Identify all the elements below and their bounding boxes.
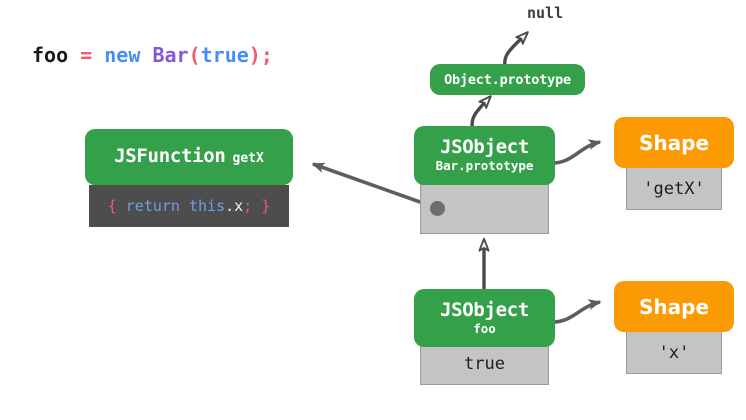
edge-object-prototype-to-null	[503, 31, 529, 67]
shape-getx-slot-value: 'getX'	[643, 178, 705, 199]
shape-x-slot-value: 'x'	[658, 342, 690, 363]
jsfn-open-brace: {	[107, 197, 117, 215]
jsfn-dot: .	[225, 197, 235, 215]
foo-slot-row[interactable]: true	[420, 343, 549, 385]
foo-slot-value: true	[464, 354, 505, 374]
bar-prototype-title: JSObject	[439, 136, 530, 159]
shape-getx-title: Shape	[638, 130, 710, 155]
jsfn-this-keyword: this	[189, 197, 226, 215]
jsfn-property: x	[234, 197, 244, 215]
jsfn-semicolon: ;	[243, 197, 253, 215]
shape-getx-slot-row[interactable]: 'getX'	[626, 167, 722, 210]
null-label: null	[527, 4, 564, 22]
jsfn-return-keyword: return	[125, 197, 180, 215]
shape-getx-header[interactable]: Shape	[614, 117, 734, 168]
code-token-open-paren: (	[188, 43, 201, 67]
bar-prototype-header[interactable]: JSObject Bar.prototype	[414, 126, 555, 185]
node-object-prototype[interactable]: Object.prototype	[430, 64, 585, 95]
jsfn-close-brace: }	[261, 197, 271, 215]
code-token-close-paren-semicolon: );	[248, 43, 273, 67]
foo-title: JSObject	[439, 298, 530, 321]
code-token-true: true	[200, 43, 249, 67]
foo-header[interactable]: JSObject foo	[414, 289, 555, 347]
shape-x-header[interactable]: Shape	[614, 281, 734, 332]
edge-foo-to-shape-x	[549, 299, 602, 324]
jsfunction-title: JSFunction	[114, 145, 226, 168]
bar-prototype-subtitle: Bar.prototype	[435, 158, 534, 174]
code-token-foo: foo	[32, 43, 69, 67]
shape-x-title: Shape	[638, 294, 710, 319]
shape-x-slot-row[interactable]: 'x'	[626, 331, 722, 374]
edge-bar-prototype-to-shape-getx	[549, 139, 602, 165]
code-line: foo = new Bar(true);	[32, 43, 273, 67]
code-token-bar: Bar	[152, 43, 189, 67]
code-token-equals: =	[80, 43, 93, 67]
bar-prototype-slot-pointer-dot	[430, 201, 445, 216]
jsfunction-code-body: { return this.x; }	[89, 185, 289, 227]
object-prototype-label: Object.prototype	[444, 71, 571, 88]
foo-subtitle: foo	[473, 320, 496, 336]
jsfunction-header[interactable]: JSFunction getX	[85, 129, 293, 185]
jsfunction-name: getX	[232, 151, 264, 167]
code-token-new: new	[104, 43, 141, 67]
